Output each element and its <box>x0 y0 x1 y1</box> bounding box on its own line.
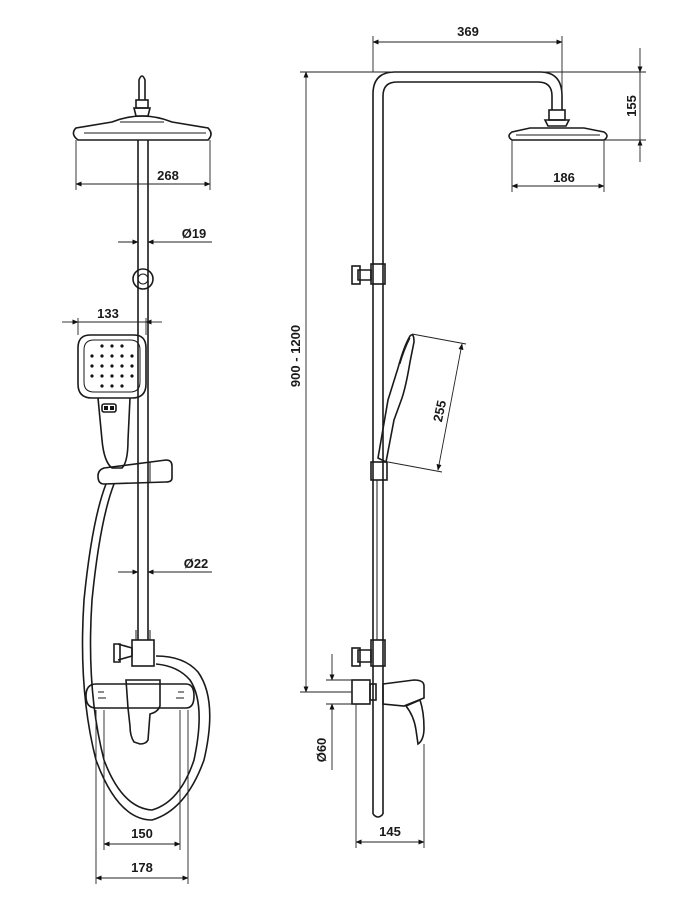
spray-nozzle <box>100 364 104 368</box>
shower-arm-outer <box>372 71 563 814</box>
hand-shower <box>77 334 147 469</box>
dim-head-width: 268 <box>157 168 179 183</box>
spray-nozzle <box>90 364 94 368</box>
lower-knob <box>351 647 361 667</box>
spray-nozzle <box>100 384 104 388</box>
side-mixer-lever <box>404 698 425 746</box>
mixer-lever <box>125 679 161 745</box>
dim-hand-shower-width: 133 <box>97 306 119 321</box>
front-dimensions: 268 Ø19 133 Ø22 150 178 <box>62 140 212 884</box>
dim-upper-pipe: Ø19 <box>182 226 207 241</box>
dim-height-range: 900 - 1200 <box>288 325 303 387</box>
wall-connector <box>351 679 371 705</box>
hose-outer <box>81 483 211 821</box>
spray-nozzle <box>110 384 114 388</box>
dim-connector-diameter: Ø60 <box>314 738 329 763</box>
slide-holder <box>97 459 173 485</box>
spray-nozzle <box>130 374 134 378</box>
dim-lower-pipe: Ø22 <box>184 556 209 571</box>
spray-nozzle <box>90 354 94 358</box>
side-dimensions: 369 155 186 255 900 - 1200 Ø60 145 <box>288 24 646 848</box>
spray-nozzle <box>120 344 124 348</box>
spray-nozzle <box>120 354 124 358</box>
dim-mixer-spacing: 150 <box>131 826 153 841</box>
dim-hand-shower-length: 255 <box>430 399 449 423</box>
mixer-body <box>85 683 195 709</box>
spray-nozzles <box>90 344 134 388</box>
spray-nozzle <box>90 374 94 378</box>
dim-arm-reach: 369 <box>457 24 479 39</box>
wall-bracket <box>132 268 154 290</box>
spray-nozzle <box>110 354 114 358</box>
spray-nozzle <box>100 374 104 378</box>
dim-wall-offset: 145 <box>379 824 401 839</box>
diverter-knob <box>113 643 121 663</box>
upper-knob <box>351 265 361 285</box>
front-view <box>72 75 212 821</box>
side-slide-holder <box>370 461 388 481</box>
shower-arm-inner <box>382 81 553 814</box>
spray-nozzle <box>120 374 124 378</box>
spray-nozzle <box>110 344 114 348</box>
dim-head-drop: 155 <box>624 95 639 117</box>
spray-nozzle <box>100 354 104 358</box>
side-rain-head <box>508 127 608 141</box>
spray-nozzle <box>120 384 124 388</box>
dim-head-depth: 186 <box>553 170 575 185</box>
side-view <box>351 71 608 818</box>
diverter-body <box>131 639 155 667</box>
head-swivel <box>135 99 149 109</box>
spray-nozzle <box>130 354 134 358</box>
spray-nozzle <box>110 364 114 368</box>
rain-shower-head <box>72 115 212 141</box>
spray-nozzle <box>130 364 134 368</box>
spray-nozzle <box>120 364 124 368</box>
dim-hand-shower-length-line <box>436 343 464 471</box>
dim-mixer-width: 178 <box>131 860 153 875</box>
hose-inner <box>89 483 200 811</box>
riser-top-hook <box>138 75 146 100</box>
side-mixer-body <box>382 679 425 707</box>
spray-nozzle <box>100 344 104 348</box>
side-hand-shower <box>377 334 415 464</box>
spray-nozzle <box>110 374 114 378</box>
